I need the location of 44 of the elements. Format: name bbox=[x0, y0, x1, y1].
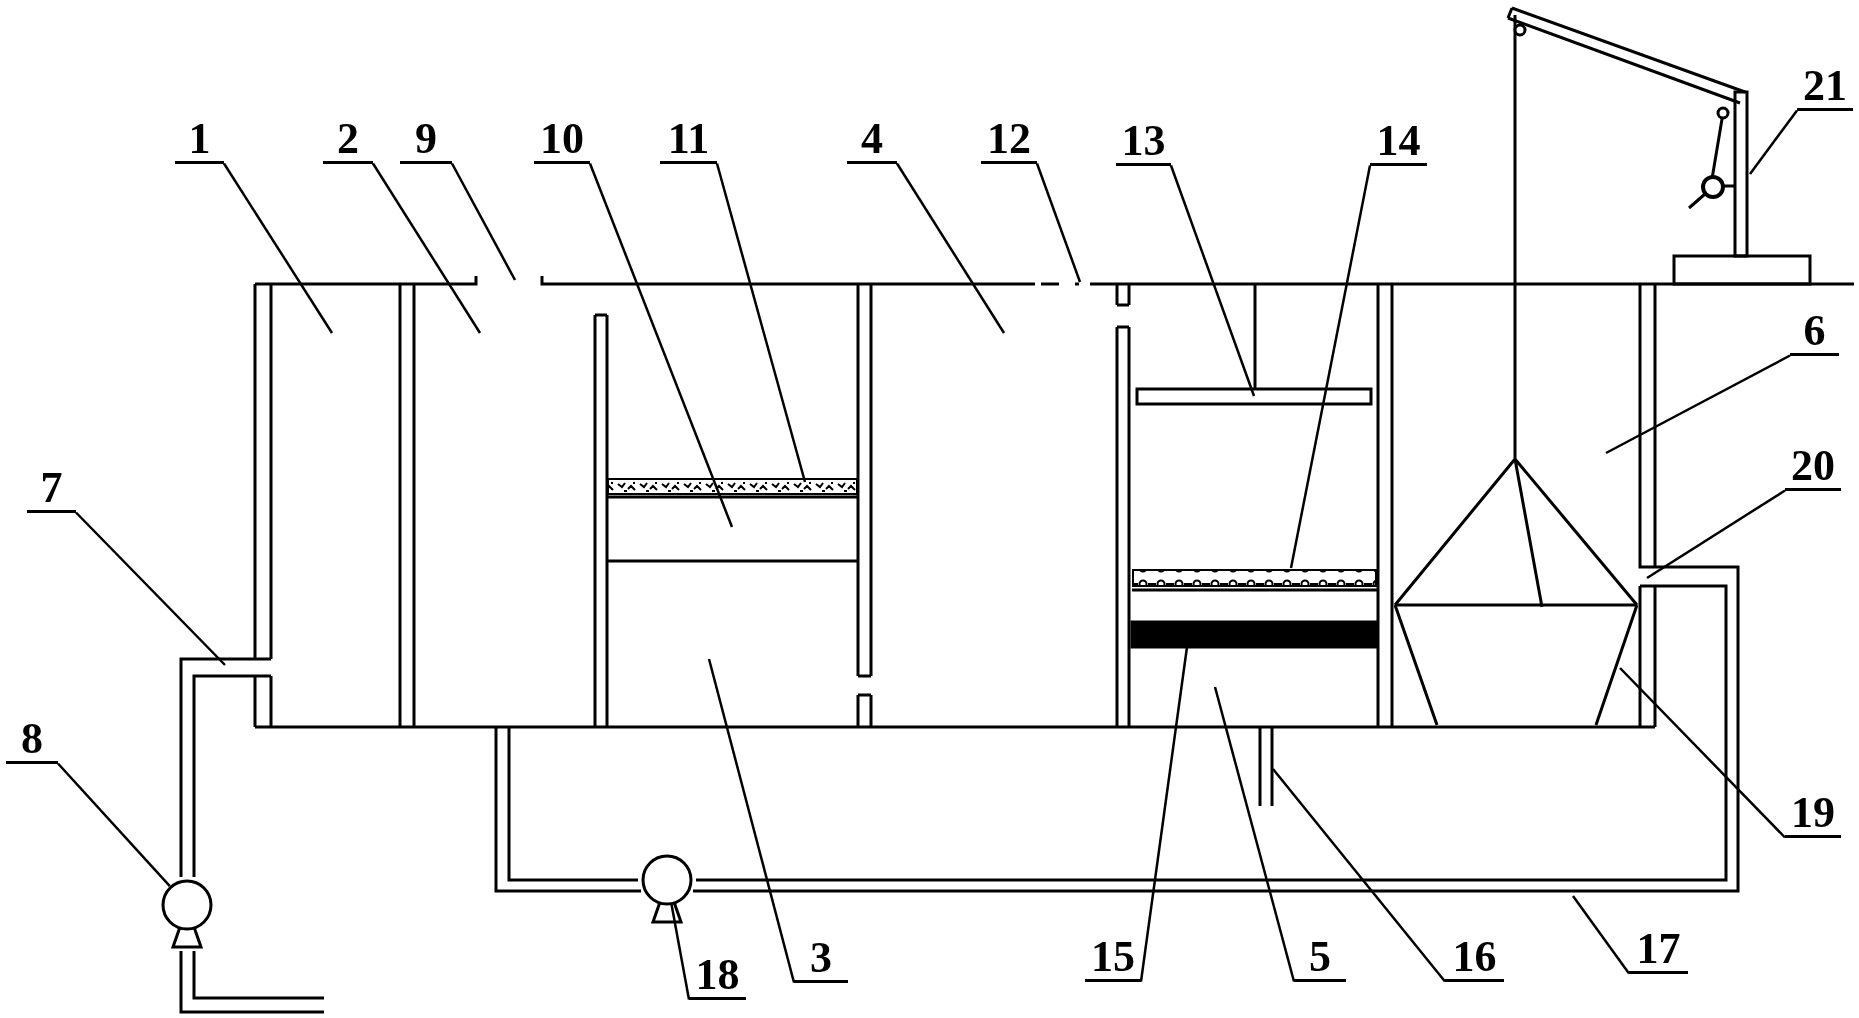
callout-number: 8 bbox=[6, 712, 58, 764]
leader-line bbox=[1139, 646, 1189, 982]
leader-line bbox=[1605, 354, 1791, 455]
leader-line bbox=[1169, 165, 1256, 397]
callout-number: 21 bbox=[1797, 59, 1853, 111]
leader-line bbox=[707, 658, 796, 983]
callout-number: 3 bbox=[794, 931, 848, 983]
leader-line bbox=[670, 904, 691, 1000]
leader-line bbox=[1749, 109, 1798, 175]
callout-number: 19 bbox=[1785, 786, 1841, 838]
callout-number: 5 bbox=[1294, 930, 1346, 982]
leader-line bbox=[895, 162, 1006, 334]
callout-number: 2 bbox=[323, 112, 373, 164]
leader-line bbox=[371, 162, 482, 334]
leader-line bbox=[1272, 768, 1446, 983]
callout-number: 18 bbox=[689, 948, 746, 1000]
leader-line bbox=[588, 163, 734, 528]
leader-line bbox=[715, 163, 807, 483]
leader-line bbox=[1289, 165, 1372, 569]
callout-number: 12 bbox=[981, 112, 1037, 164]
callout-number: 16 bbox=[1445, 930, 1504, 982]
leader-line bbox=[75, 511, 226, 666]
leader-line bbox=[222, 162, 334, 334]
callout-number: 20 bbox=[1785, 439, 1841, 491]
leader-line bbox=[1619, 667, 1786, 839]
callout-number: 11 bbox=[660, 112, 717, 164]
leader-line bbox=[1035, 163, 1082, 283]
callout-number: 6 bbox=[1790, 304, 1839, 356]
pump-symbol bbox=[641, 854, 693, 924]
callout-number: 4 bbox=[847, 112, 897, 164]
callout-number: 10 bbox=[534, 112, 590, 164]
pump-symbol bbox=[161, 879, 213, 949]
callout-number: 14 bbox=[1370, 114, 1427, 166]
leader-line bbox=[1213, 686, 1296, 982]
callout-number: 7 bbox=[27, 461, 76, 513]
leader-line bbox=[450, 162, 517, 281]
callout-number: 1 bbox=[175, 112, 224, 164]
leader-line bbox=[1572, 895, 1630, 975]
callout-number: 15 bbox=[1085, 930, 1141, 982]
callout-number: 17 bbox=[1629, 922, 1688, 974]
leader-line bbox=[57, 762, 171, 887]
callout-number: 13 bbox=[1116, 114, 1171, 166]
leader-line bbox=[1646, 489, 1786, 580]
callout-number: 9 bbox=[400, 112, 452, 164]
